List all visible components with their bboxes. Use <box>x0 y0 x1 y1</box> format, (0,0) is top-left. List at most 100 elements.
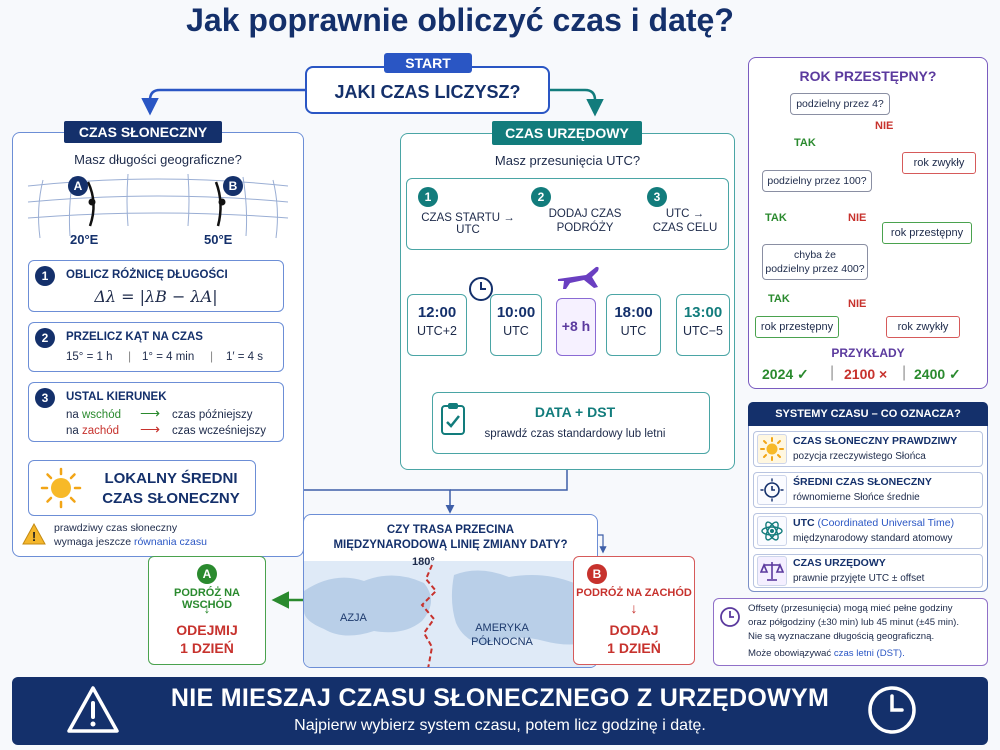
yes-label: TAK <box>765 212 787 224</box>
official-time-tag: CZAS URZĘDOWY <box>492 121 642 145</box>
result-leap-year: rok przestępny <box>755 316 839 338</box>
east-trip-action-l1: ODEJMIJ <box>176 622 238 638</box>
result-line-2: CZAS SŁONECZNY <box>102 490 240 507</box>
conversion-hours: 15° = 1 h <box>66 351 113 363</box>
time-systems-title: SYSTEMY CZASU – CO OZNACZA? <box>748 402 988 426</box>
arrow-right-icon: ⟶ <box>140 405 161 421</box>
official-step-3-l1: UTC → <box>665 208 705 220</box>
system-desc: międzynarodowy standard atomowy <box>793 533 953 544</box>
atom-icon <box>761 521 783 541</box>
warning-icon: ! <box>22 523 46 545</box>
leap-question-2: podzielny przez 100? <box>762 170 872 192</box>
start-question: JAKI CZAS LICZYSZ? <box>334 82 521 102</box>
solar-step-3 <box>28 382 284 442</box>
system-desc: prawnie przyjęte UTC ± offset <box>793 573 925 584</box>
step-number: 3 <box>647 187 667 207</box>
example-2400: 2400 ✓ <box>914 366 961 382</box>
step-number: 2 <box>35 328 55 348</box>
note-line-1: Offsety (przesunięcia) mogą mieć pełne g… <box>748 603 953 614</box>
arrow-down-icon: ↓ <box>203 600 211 616</box>
system-row-mean-solar <box>753 472 983 508</box>
west-trip-title: PODRÓŻ NA ZACHÓD <box>576 587 692 599</box>
arrow-down-icon: ↓ <box>630 600 638 616</box>
longitude-a: 20°E <box>70 232 99 247</box>
yes-label: TAK <box>794 137 816 149</box>
meridian-label: 180° <box>412 556 435 568</box>
trip-badge-a: A <box>197 564 217 584</box>
svg-text:!: ! <box>32 529 36 544</box>
yes-label: TAK <box>768 293 790 305</box>
result-line-1: LOKALNY ŚREDNI <box>104 470 238 487</box>
examples-title: PRZYKŁADY <box>831 346 905 360</box>
warning-line-2: wymaga jeszcze równania czasu <box>54 536 207 548</box>
official-step-2-l2: PODRÓŻY <box>556 222 614 234</box>
clock-icon <box>469 277 493 301</box>
arrow-right-icon: ⟶ <box>140 421 161 437</box>
official-question: Masz przesunięcia UTC? <box>494 153 641 168</box>
solar-question: Masz długości geograficzne? <box>74 152 242 167</box>
crossing-question-l1: CZY TRASA PRZECINA <box>386 524 515 536</box>
example-2100: 2100 × <box>844 366 888 382</box>
offset-note <box>713 598 988 666</box>
longitude-globe-graphic <box>27 173 289 239</box>
warning-banner <box>12 677 988 745</box>
sun-icon <box>40 467 82 509</box>
clock-icon <box>720 607 740 627</box>
step-number: 2 <box>531 187 551 207</box>
clock-sun-icon <box>760 478 784 502</box>
start-tag: START <box>384 53 472 73</box>
east-trip-action-l2: 1 DZIEŃ <box>180 640 234 656</box>
no-label: NIE <box>875 120 894 132</box>
sun-icon <box>760 437 784 461</box>
system-row-utc <box>753 513 983 549</box>
result-common-year: rok zwykły <box>886 316 960 338</box>
solar-time-tag: CZAS SŁONECZNY <box>64 121 222 143</box>
system-row-official <box>753 554 983 588</box>
step-title: PRZELICZ KĄT NA CZAS <box>66 331 203 343</box>
conversion-seconds: 1′ = 4 s <box>226 351 263 363</box>
warning-line-1: prawdziwy czas słoneczny <box>54 522 178 534</box>
result-common-year: rok zwykły <box>902 152 976 174</box>
crossing-question-l2: MIĘDZYNARODOWĄ LINIĘ ZMIANY DATY? <box>333 539 568 551</box>
point-a-badge: A <box>68 176 88 196</box>
date-dst-box <box>432 392 710 454</box>
warning-triangle-icon <box>67 686 119 733</box>
official-step-1: CZAS STARTU → UTC <box>421 212 515 236</box>
step-number: 1 <box>418 187 438 207</box>
longitude-b: 50°E <box>204 232 233 247</box>
asia-label: AZJA <box>340 612 367 624</box>
note-line-4: Może obowiązywać czas letni (DST). <box>748 648 905 659</box>
system-name: CZAS SŁONECZNY PRAWDZIWY <box>793 435 958 447</box>
system-name: CZAS URZĘDOWY <box>793 557 886 569</box>
step-title: OBLICZ RÓŻNICĘ DŁUGOŚCI <box>66 269 228 281</box>
utc-steps-box <box>406 178 729 250</box>
step-number: 1 <box>35 266 55 286</box>
west-trip-action-l1: DODAJ <box>609 622 659 638</box>
note-line-3: Nie są wyznaczane długością geograficzną… <box>748 631 935 642</box>
official-step-2-l1: DODAJ CZAS <box>548 208 622 220</box>
note-line-2: oraz półgodziny (±30 min) lub 45 minut (… <box>748 617 960 628</box>
banner-subtitle: Najpierw wybierz system czasu, potem lic… <box>294 717 706 734</box>
america-label-l1: AMERYKA <box>475 622 529 634</box>
airplane-icon <box>558 266 599 289</box>
scales-icon <box>760 562 784 581</box>
date-line-crossing-box <box>303 514 598 668</box>
system-name: UTC (Coordinated Universal Time) <box>793 517 955 529</box>
point-b-badge: B <box>223 176 243 196</box>
no-label: NIE <box>848 298 867 310</box>
dst-title: DATA + DST <box>534 404 616 420</box>
travel-duration: +8 h <box>556 298 596 356</box>
west-direction: na zachód <box>66 425 120 437</box>
example-2024: 2024 ✓ <box>762 366 809 382</box>
solar-step-2 <box>28 322 284 372</box>
leap-year-title: ROK PRZESTĘPNY? <box>799 68 937 84</box>
clipboard-check-icon <box>441 403 465 435</box>
banner-heading: NIE MIESZAJ CZASU SŁONECZNEGO Z URZĘDOWY… <box>170 684 830 712</box>
system-name: ŚREDNI CZAS SŁONECZNY <box>793 476 932 488</box>
east-result: czas późniejszy <box>172 409 253 421</box>
step-number: 3 <box>35 388 55 408</box>
official-step-3-l2: CZAS CELU <box>652 222 718 234</box>
system-desc: pozycja rzeczywistego Słońca <box>793 451 926 462</box>
